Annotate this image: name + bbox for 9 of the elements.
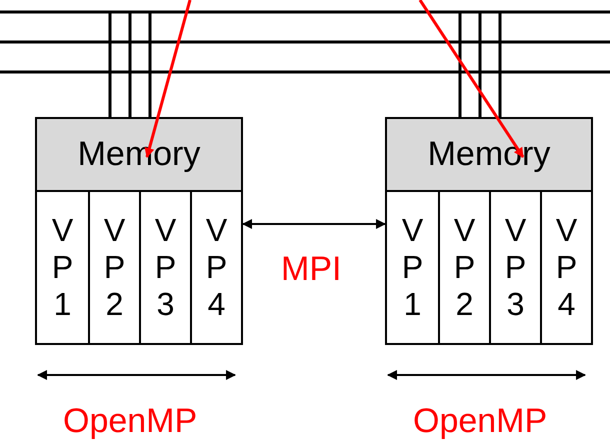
compute-node-box [385,117,593,345]
arrow [242,219,386,229]
memory-box: Memory [37,119,241,192]
memory-box: Memory [387,119,591,192]
arrow [418,0,524,158]
arrow [144,0,192,158]
compute-node-box [35,117,243,345]
label: OpenMP [63,402,198,441]
label: OpenMP [413,402,548,441]
